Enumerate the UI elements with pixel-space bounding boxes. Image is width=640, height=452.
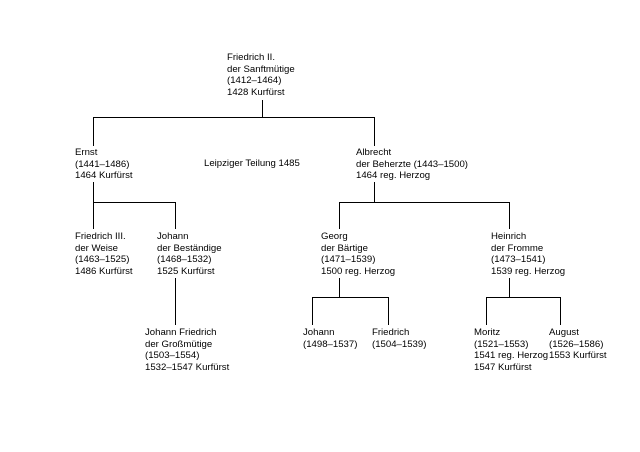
person-line: der Sanftmütige <box>227 63 295 75</box>
person-line: der Fromme <box>491 242 544 254</box>
person-line: 1541 reg. Herzog <box>474 350 549 362</box>
person-line: Georg <box>321 231 348 242</box>
person-friedrich-iii: Friedrich III. der Weise (1463–1525) 148… <box>75 231 133 277</box>
person-line: 1500 reg. Herzog <box>321 265 396 277</box>
person-friedrich-son-of-georg: Friedrich (1504–1539) <box>372 327 426 350</box>
person-line: der Weise <box>75 242 119 254</box>
person-line: August <box>549 327 579 338</box>
person-line: 1525 Kurfürst <box>157 265 215 277</box>
person-line: (1471–1539) <box>321 254 376 266</box>
person-line: Johann Friedrich <box>145 327 217 338</box>
person-ernst: Ernst (1441–1486) 1464 Kurfürst <box>75 147 133 182</box>
person-johann-der-bestaendige: Johann der Beständige (1468–1532) 1525 K… <box>157 231 222 277</box>
person-line: 1532–1547 Kurfürst <box>145 361 230 373</box>
person-line: (1463–1525) <box>75 254 130 266</box>
person-line: Friedrich II. <box>227 52 275 63</box>
person-johann-friedrich: Johann Friedrich der Großmütige (1503–15… <box>145 327 229 373</box>
person-august: August (1526–1586) 1553 Kurfürst <box>549 327 607 362</box>
person-line: (1473–1541) <box>491 254 546 266</box>
person-line: Friedrich <box>372 327 410 338</box>
person-line: 1486 Kurfürst <box>75 265 133 277</box>
person-georg: Georg der Bärtige (1471–1539) 1500 reg. … <box>321 231 395 277</box>
person-line: der Beherzte (1443–1500) <box>356 158 469 170</box>
person-albrecht: Albrecht der Beherzte (1443–1500) 1464 r… <box>356 147 468 182</box>
person-moritz: Moritz (1521–1553) 1541 reg. Herzog 1547… <box>474 327 548 373</box>
person-line: (1468–1532) <box>157 254 212 266</box>
person-line: (1412–1464) <box>227 75 282 87</box>
person-line: der Beständige <box>157 242 222 254</box>
person-line: Johann <box>303 327 335 338</box>
person-line: der Bärtige <box>321 242 368 254</box>
division-label: Leipziger Teilung 1485 <box>204 158 300 169</box>
person-line: 1428 Kurfürst <box>227 86 285 98</box>
person-line: (1504–1539) <box>372 338 427 350</box>
person-line: der Großmütige <box>145 338 213 350</box>
person-line: Heinrich <box>491 231 527 242</box>
person-line: 1553 Kurfürst <box>549 350 607 362</box>
person-line: Moritz <box>474 327 501 338</box>
person-line: 1539 reg. Herzog <box>491 265 566 277</box>
person-line: Albrecht <box>356 147 392 158</box>
person-line: Ernst <box>75 147 98 158</box>
person-line: Johann <box>157 231 189 242</box>
person-friedrich-ii: Friedrich II. der Sanftmütige (1412–1464… <box>227 52 295 98</box>
person-line: (1521–1553) <box>474 338 529 350</box>
person-line: 1464 reg. Herzog <box>356 170 431 182</box>
person-line: 1464 Kurfürst <box>75 170 133 182</box>
person-heinrich: Heinrich der Fromme (1473–1541) 1539 reg… <box>491 231 565 277</box>
person-line: (1441–1486) <box>75 158 130 170</box>
person-line: (1526–1586) <box>549 338 604 350</box>
person-line: Friedrich III. <box>75 231 126 242</box>
person-line: (1503–1554) <box>145 350 200 362</box>
person-line: 1547 Kurfürst <box>474 361 532 373</box>
person-line: (1498–1537) <box>303 338 358 350</box>
person-johann-son-of-georg: Johann (1498–1537) <box>303 327 357 350</box>
